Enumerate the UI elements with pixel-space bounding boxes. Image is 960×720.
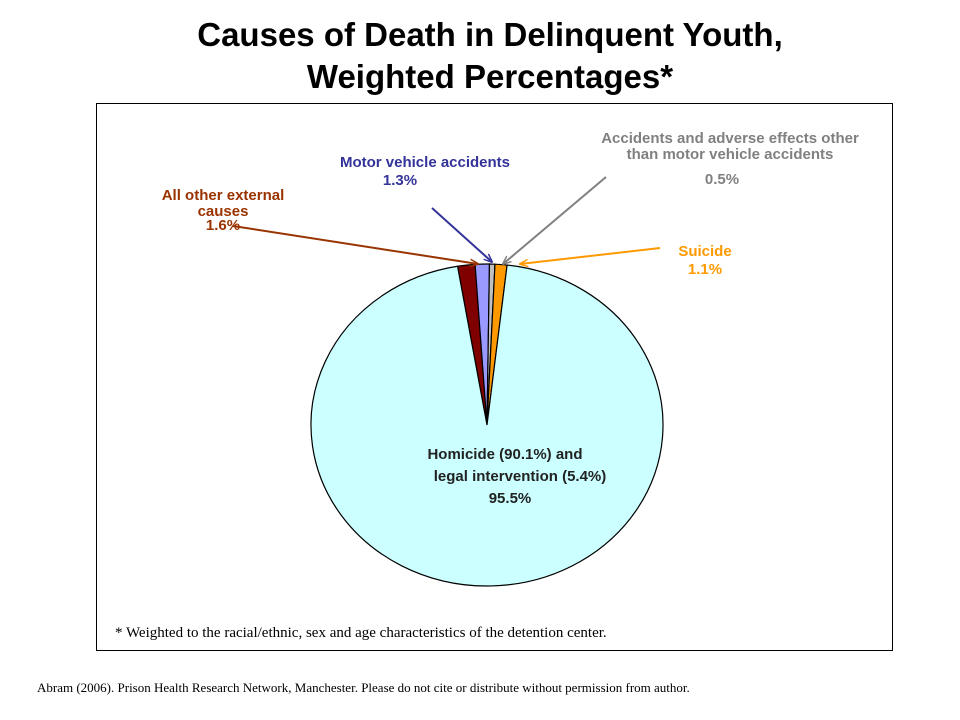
leader-other-external <box>232 225 478 264</box>
label-homicide-value: 95.5% <box>488 490 532 507</box>
label-homicide-line-2: legal intervention (5.4%) <box>433 468 607 485</box>
chart-title-line-2: Weighted Percentages* <box>306 58 674 95</box>
slice-homicide <box>310 264 664 587</box>
leader-motor-vehicle <box>431 207 492 262</box>
label-accidents-other-line-2: than motor vehicle accidents <box>626 146 834 163</box>
label-other-external-line-1: All other external <box>161 187 285 204</box>
label-suicide-value: 1.1% <box>687 261 723 278</box>
label-homicide-line-1: Homicide (90.1%) and <box>427 446 583 463</box>
label-motor-vehicle-line-1: Motor vehicle accidents <box>339 154 511 171</box>
label-suicide: Suicide 1.1% <box>645 244 765 278</box>
label-accidents-other-line-1: Accidents and adverse effects other <box>601 130 859 147</box>
label-accidents-other-value: 0.5% <box>704 171 740 188</box>
label-other-external-line-2: causes <box>197 203 249 220</box>
label-motor-vehicle-value: 1.3% <box>382 172 418 189</box>
footnote: * Weighted to the racial/ethnic, sex and… <box>115 625 607 641</box>
chart-title: Causes of Death in Delinquent Youth, Wei… <box>0 14 960 98</box>
source-citation: Abram (2006). Prison Health Research Net… <box>37 680 690 695</box>
chart-title-line-1: Causes of Death in Delinquent Youth, <box>197 16 783 53</box>
label-accidents-other: Accidents and adverse effects other than… <box>560 131 900 188</box>
label-suicide-line-1: Suicide <box>678 243 732 260</box>
label-other-external-value: 1.6% <box>205 217 241 234</box>
leader-suicide <box>520 247 661 264</box>
label-motor-vehicle: Motor vehicle accidents 1.3% <box>300 155 550 189</box>
label-other-external: All other external causes 1.6% <box>128 188 318 234</box>
leader-accidents-other <box>503 176 607 264</box>
label-homicide: Homicide (90.1%) and legal intervention … <box>380 444 660 510</box>
